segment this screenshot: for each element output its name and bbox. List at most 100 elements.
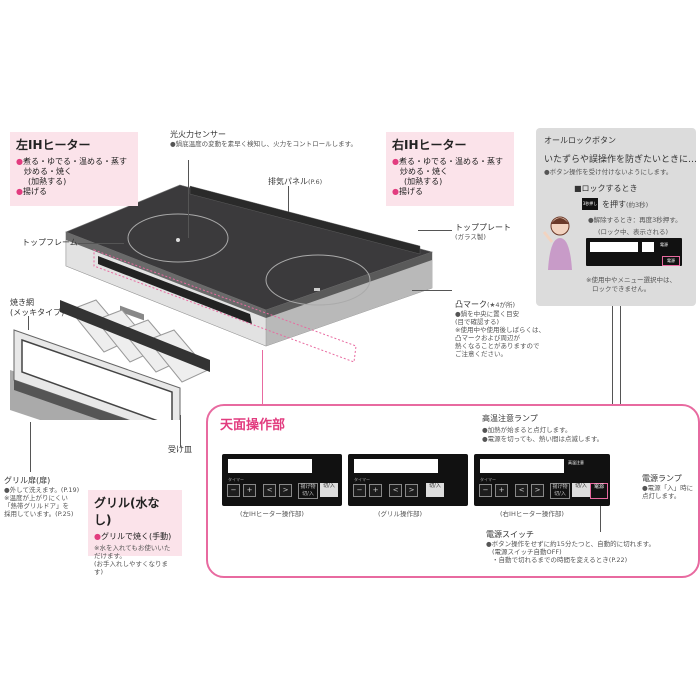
convex-desc-3: ※使用中や使用後しばらくは、 [455,326,545,334]
right-ih-title: 右IHヒーター [392,138,467,152]
left-ih-line-2: 炒める・焼く [24,167,72,176]
power-lamp-desc-2: 点灯します。 [642,492,681,500]
grill-door-desc-2: ※温度が上がりにくい [4,494,68,502]
left-onoff-button[interactable]: 切/入 [320,483,338,497]
power-switch-callout: 電源スイッチ ●ボタン操作をせずに約15分たつと、自動的に切れます。 (電源スイ… [486,530,655,564]
warn-lamp-desc-2: ●電源を切っても、熱い間は点滅します。 [482,435,604,443]
right-minus-button[interactable]: − [479,484,492,497]
woman-illustration [542,216,572,270]
power-switch-desc-3: ・自動で切れるまでの時間を変えるとき(P.22) [492,556,628,564]
light-sensor-callout: 光火力センサー ●鍋底温度の変動を素早く検知し、火力をコントロールします。 [170,130,357,148]
grill-onoff-button[interactable]: 切/入 [426,483,444,497]
right-timer-label: タイマー [480,477,496,482]
warn-lamp-desc-1: ●加熱が始まると点灯します。 [482,426,572,434]
lock-foot-1: ※使用中やメニュー選択中は、 [586,276,676,284]
panel-title: 天面操作部 [220,418,286,433]
left-ih-line-4-text: 揚げる [22,187,47,196]
left-minus-button[interactable]: − [227,484,240,497]
left-ih-line-4: ●揚げる [16,187,47,196]
lock-title: オールロックボタン [544,136,616,145]
convex-desc-2: (目で確認する) [455,318,500,326]
right-ih-box: 右IHヒーター ●煮る・ゆでる・温める・蒸す 炒める・焼く (加熱する) ●揚げ… [386,132,514,206]
caption-right-ih: (右IHヒーター操作部) [500,510,564,518]
power-switch-desc-2: (電源スイッチ自動OFF) [492,548,562,556]
grill-line-1: ●グリルで焼く(手動) [94,532,172,541]
grill-net-callout: 焼き網 (メッキタイプ) [10,298,64,318]
grill-display [354,459,438,473]
grill-net-note: (メッキタイプ) [10,308,65,317]
convex-mark-note: (★4が所) [487,301,516,309]
cooktop-illustration [10,184,434,420]
lock-desc: ●ボタン操作を受け付けないようにします。 [544,168,673,176]
top-plate-note: (ガラス製) [455,233,486,241]
grill-next-button[interactable]: > [405,484,418,497]
left-ih-title: 左IHヒーター [16,138,91,152]
power-button[interactable]: 電源 [590,483,608,499]
lock-foot-2: ロックできません。 [592,285,651,293]
left-fry-button[interactable]: 揚げ物切/入 [298,483,318,499]
grill-door-callout: グリル扉(扉) ●外して洗えます。(P.19) ※温度が上がりにくい 「熱帯グリ… [4,476,104,518]
lock-mini-power: 電源 [662,256,680,266]
right-ih-line-3: (加熱する) [404,177,443,186]
caption-grill: (グリル操作部) [378,510,423,518]
left-next-button[interactable]: > [279,484,292,497]
grill-door-desc-3: 「熱帯グリルドア」を [4,502,69,510]
left-ih-line-1: ●煮る・ゆでる・温める・蒸す [16,157,127,166]
convex-desc-6: ご注意ください。 [455,350,507,358]
convex-desc-4: 凸マークおよび周辺が [455,334,520,342]
right-plus-button[interactable]: + [495,484,508,497]
lock-display-note: (ロック中、表示される) [598,228,669,236]
caption-left-ih: (左IHヒーター操作部) [240,510,304,518]
warn-lamp-tag: 高温注意 [568,460,584,465]
left-timer-label: タイマー [228,477,244,482]
left-plus-button[interactable]: + [243,484,256,497]
grill-minus-button[interactable]: − [353,484,366,497]
lock-key-icon[interactable]: 3秒押し [582,198,598,210]
grill-door-desc-1: ●外して洗えます。(P.19) [4,486,80,494]
exhaust-panel-text: 排気パネル [268,177,308,186]
right-ih-line-1: ●煮る・ゆでる・温める・蒸す [392,157,503,166]
grill-prev-button[interactable]: < [389,484,402,497]
top-plate-callout: トッププレート (ガラス製) [455,223,511,241]
power-switch-desc-1: ●ボタン操作をせずに約15分たつと、自動的に切れます。 [486,540,656,548]
top-plate-title: トッププレート [455,223,511,232]
convex-desc-1: ●鍋を中央に置く目安 [455,310,520,318]
grill-door-title: グリル扉(扉) [4,476,51,485]
right-ih-control: 高温注意 タイマー − + < > 揚げ物切/入 切/入 電源 [474,454,610,506]
convex-mark-callout: 凸マーク(★4が所) ●鍋を中央に置く目安 (目で確認する) ※使用中や使用後し… [455,300,545,358]
left-prev-button[interactable]: < [263,484,276,497]
tray-label: 受け皿 [168,445,192,454]
right-ih-line-4: ●揚げる [392,187,423,196]
right-fry-button[interactable]: 揚げ物切/入 [550,483,570,499]
warn-lamp-title: 高温注意ランプ [482,414,538,423]
right-next-button[interactable]: > [531,484,544,497]
lock-press-line: を押す(約3秒) [602,200,648,210]
grill-title: グリル(水なし) [94,496,160,527]
right-ih-line-2: 炒める・焼く [400,167,448,176]
lock-release: ●解除するとき：再度3秒押す。 [588,216,682,224]
grill-note-2: (お手入れしやすくなります) [94,560,168,576]
lock-mini-label: 電源 [660,242,668,247]
left-ih-line-3: (加熱する) [28,177,67,186]
right-prev-button[interactable]: < [515,484,528,497]
grill-note-1: ※水を入れてもお使いいただけます。 [94,544,171,560]
light-sensor-desc: ●鍋底温度の変動を素早く検知し、火力をコントロールします。 [170,140,358,148]
lock-press-note: (約3秒) [626,201,649,209]
right-onoff-button[interactable]: 切/入 [572,483,590,497]
grill-line-1-text: グリルで焼く(手動) [100,532,172,541]
convex-desc-5: 熱くなることがありますので [455,342,540,350]
power-lamp-callout: 電源ランプ ●電源「入」時に 点灯します。 [642,474,693,500]
right-ih-line-1-text: 煮る・ゆでる・温める・蒸す [398,157,503,166]
grill-timer-label: タイマー [354,477,370,482]
right-ih-line-4-text: 揚げる [398,187,423,196]
left-ih-line-1-text: 煮る・ゆでる・温める・蒸す [22,157,127,166]
lock-press-text: を押す [602,200,626,209]
power-lamp-desc-1: ●電源「入」時に [642,484,694,492]
exhaust-panel-note: (P.6) [308,178,323,186]
convex-mark-title: 凸マーク [455,300,487,309]
power-switch-title: 電源スイッチ [486,530,534,539]
grill-plus-button[interactable]: + [369,484,382,497]
left-ih-display [228,459,312,473]
lock-sub: ■ロックするとき [574,184,638,193]
exhaust-panel-label: 排気パネル(P.6) [268,177,322,187]
